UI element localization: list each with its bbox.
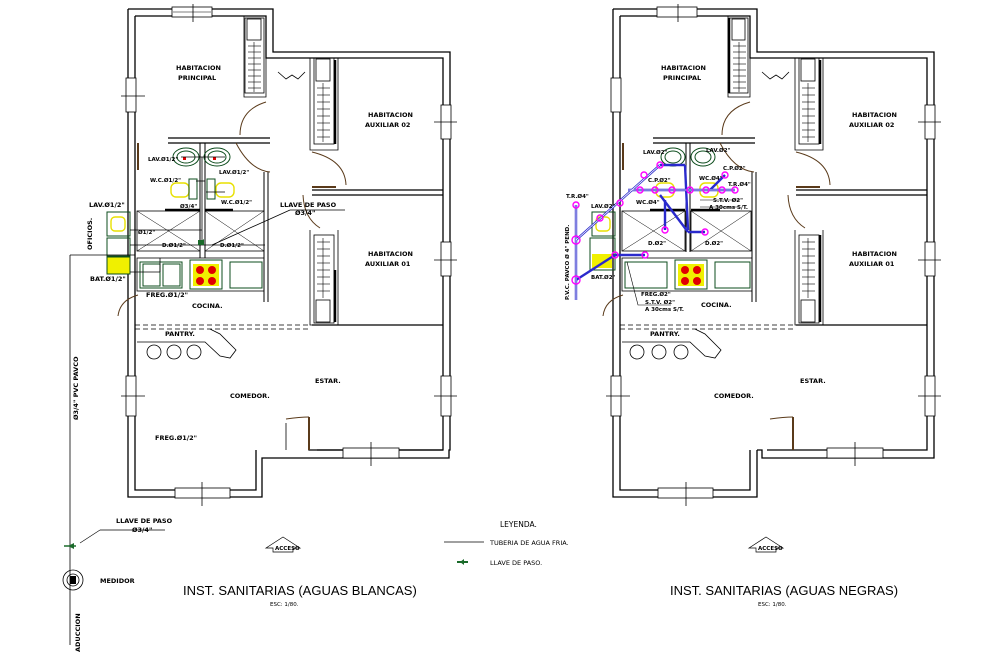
svg-text:P.V.C. PAVCO Ø 4" PEND.: P.V.C. PAVCO Ø 4" PEND. xyxy=(564,225,571,300)
svg-text:A 30cms S/T.: A 30cms S/T. xyxy=(645,307,684,313)
valve-icon xyxy=(64,239,204,549)
svg-text:Ø1/2": Ø1/2" xyxy=(138,229,155,236)
plan-aguas-blancas: HABITACION PRINCIPAL HABITACION AUXILIAR… xyxy=(62,4,457,652)
closet-hangers xyxy=(248,42,330,298)
svg-text:LAV.Ø2": LAV.Ø2" xyxy=(706,147,731,154)
svg-text:D.Ø1/2": D.Ø1/2" xyxy=(162,242,186,249)
svg-text:COCINA.: COCINA. xyxy=(701,301,732,309)
svg-text:HABITACION: HABITACION xyxy=(368,111,413,119)
legend: LEYENDA. TUBERIA DE AGUA FRIA. LLAVE DE … xyxy=(444,520,569,567)
window xyxy=(125,77,137,113)
bathroom-fixtures xyxy=(136,147,265,252)
svg-text:HABITACION: HABITACION xyxy=(661,64,706,72)
svg-text:PRINCIPAL: PRINCIPAL xyxy=(663,74,701,82)
svg-text:Ø3/4" PVC PAVCO: Ø3/4" PVC PAVCO xyxy=(72,356,80,420)
svg-text:ESTAR.: ESTAR. xyxy=(800,377,826,385)
svg-text:FREG.Ø1/2": FREG.Ø1/2" xyxy=(146,291,188,299)
svg-text:W.C.Ø1/2": W.C.Ø1/2" xyxy=(221,199,252,206)
interior-walls xyxy=(620,16,927,330)
interior-walls xyxy=(135,16,443,330)
svg-text:LAV.Ø2": LAV.Ø2" xyxy=(591,203,616,210)
svg-text:LAV.Ø1/2": LAV.Ø1/2" xyxy=(219,169,249,176)
svg-text:WC.Ø4": WC.Ø4" xyxy=(636,199,660,206)
plan-scale: ESC: 1/80. xyxy=(758,602,787,608)
meter-icon xyxy=(62,569,84,591)
svg-text:LLAVE DE PASO: LLAVE DE PASO xyxy=(116,517,173,525)
doors xyxy=(117,71,347,450)
svg-text:Ø3/4": Ø3/4" xyxy=(180,203,197,210)
svg-text:S.T.V. Ø2": S.T.V. Ø2" xyxy=(645,299,675,306)
svg-text:WC.Ø4": WC.Ø4" xyxy=(699,175,723,182)
fixture-labels: LAV.Ø1/2" LAV.Ø1/2" W.C.Ø1/2" W.C.Ø1/2" … xyxy=(72,156,337,652)
svg-text:MEDIDOR: MEDIDOR xyxy=(100,577,135,585)
svg-text:D.Ø2": D.Ø2" xyxy=(705,240,723,247)
closet-hangers xyxy=(733,42,815,298)
plan-aguas-negras: HABITACION PRINCIPAL HABITACION AUXILIAR… xyxy=(564,4,941,608)
svg-text:AUXILIAR 02: AUXILIAR 02 xyxy=(365,121,410,129)
svg-text:PANTRY.: PANTRY. xyxy=(650,330,680,338)
svg-text:D.Ø2": D.Ø2" xyxy=(648,240,666,247)
svg-text:LAV.Ø2": LAV.Ø2" xyxy=(643,149,668,156)
plan-title: INST. SANITARIAS (AGUAS BLANCAS) xyxy=(183,583,417,598)
drain-pipes xyxy=(574,163,735,300)
svg-text:AUXILIAR 02: AUXILIAR 02 xyxy=(849,121,894,129)
svg-text:COMEDOR.: COMEDOR. xyxy=(230,392,270,400)
bathroom-fixtures xyxy=(621,147,752,252)
doors xyxy=(602,71,831,450)
svg-text:AUXILIAR 01: AUXILIAR 01 xyxy=(365,260,411,268)
svg-text:FREG.Ø1/2": FREG.Ø1/2" xyxy=(155,434,197,442)
svg-text:OFICIOS.: OFICIOS. xyxy=(86,218,94,250)
svg-text:PANTRY.: PANTRY. xyxy=(165,330,195,338)
legend-title: LEYENDA. xyxy=(500,520,537,529)
valve-icon xyxy=(457,559,468,565)
svg-text:BAT.Ø2": BAT.Ø2" xyxy=(591,274,616,281)
svg-text:COCINA.: COCINA. xyxy=(192,302,223,310)
svg-text:LLAVE DE PASO: LLAVE DE PASO xyxy=(280,201,337,209)
svg-text:Ø3/4": Ø3/4" xyxy=(132,526,152,534)
svg-text:S.T.V. Ø2": S.T.V. Ø2" xyxy=(713,197,743,204)
legend-item-pipe: TUBERIA DE AGUA FRIA. xyxy=(489,539,569,547)
room-labels: HABITACION PRINCIPAL HABITACION AUXILIAR… xyxy=(86,64,413,400)
kitchen-fixtures xyxy=(106,211,265,292)
plan-title: INST. SANITARIAS (AGUAS NEGRAS) xyxy=(670,583,898,598)
svg-text:T.R.Ø4": T.R.Ø4" xyxy=(728,181,751,188)
access-arrow: ACCESO xyxy=(747,536,785,553)
water-supply-pipes xyxy=(69,156,345,645)
svg-text:ESTAR.: ESTAR. xyxy=(315,377,341,385)
svg-text:HABITACION: HABITACION xyxy=(368,250,413,258)
fixture-labels: LAV.Ø2" LAV.Ø2" C.P.Ø2" C.P.Ø2" WC.Ø4" W… xyxy=(564,147,751,313)
svg-text:T.R.Ø4": T.R.Ø4" xyxy=(566,193,589,200)
svg-text:FREG.Ø2": FREG.Ø2" xyxy=(641,291,671,298)
pipe-fittings xyxy=(571,161,739,285)
svg-text:HABITACION: HABITACION xyxy=(176,64,221,72)
svg-text:W.C.Ø1/2": W.C.Ø1/2" xyxy=(150,177,181,184)
svg-text:Ø3/4": Ø3/4" xyxy=(295,209,315,217)
svg-text:LAV.Ø1/2": LAV.Ø1/2" xyxy=(89,201,125,209)
svg-text:PRINCIPAL: PRINCIPAL xyxy=(178,74,216,82)
svg-text:AUXILIAR 01: AUXILIAR 01 xyxy=(849,260,895,268)
svg-text:HABITACION: HABITACION xyxy=(852,250,897,258)
svg-text:ADUCCION: ADUCCION xyxy=(74,613,82,652)
svg-text:ACCESO: ACCESO xyxy=(275,546,300,552)
svg-text:ACCESO: ACCESO xyxy=(758,546,783,552)
svg-text:D.Ø1/2": D.Ø1/2" xyxy=(220,242,244,249)
plan-scale: ESC: 1/80. xyxy=(270,602,299,608)
svg-text:A 30cms S/T.: A 30cms S/T. xyxy=(709,205,748,211)
svg-text:C.P.Ø2": C.P.Ø2" xyxy=(648,177,671,184)
svg-text:LAV.Ø1/2": LAV.Ø1/2" xyxy=(148,156,178,163)
svg-text:BAT.Ø1/2": BAT.Ø1/2" xyxy=(90,275,126,283)
access-arrow: ACCESO xyxy=(264,536,302,553)
pantry-counter xyxy=(622,328,722,360)
room-labels: HABITACION PRINCIPAL HABITACION AUXILIAR… xyxy=(650,64,897,400)
svg-text:C.P.Ø2": C.P.Ø2" xyxy=(723,165,746,172)
legend-item-valve: LLAVE DE PASO. xyxy=(490,559,542,567)
svg-text:HABITACION: HABITACION xyxy=(852,111,897,119)
svg-text:COMEDOR.: COMEDOR. xyxy=(714,392,754,400)
pantry-counter xyxy=(137,328,237,360)
